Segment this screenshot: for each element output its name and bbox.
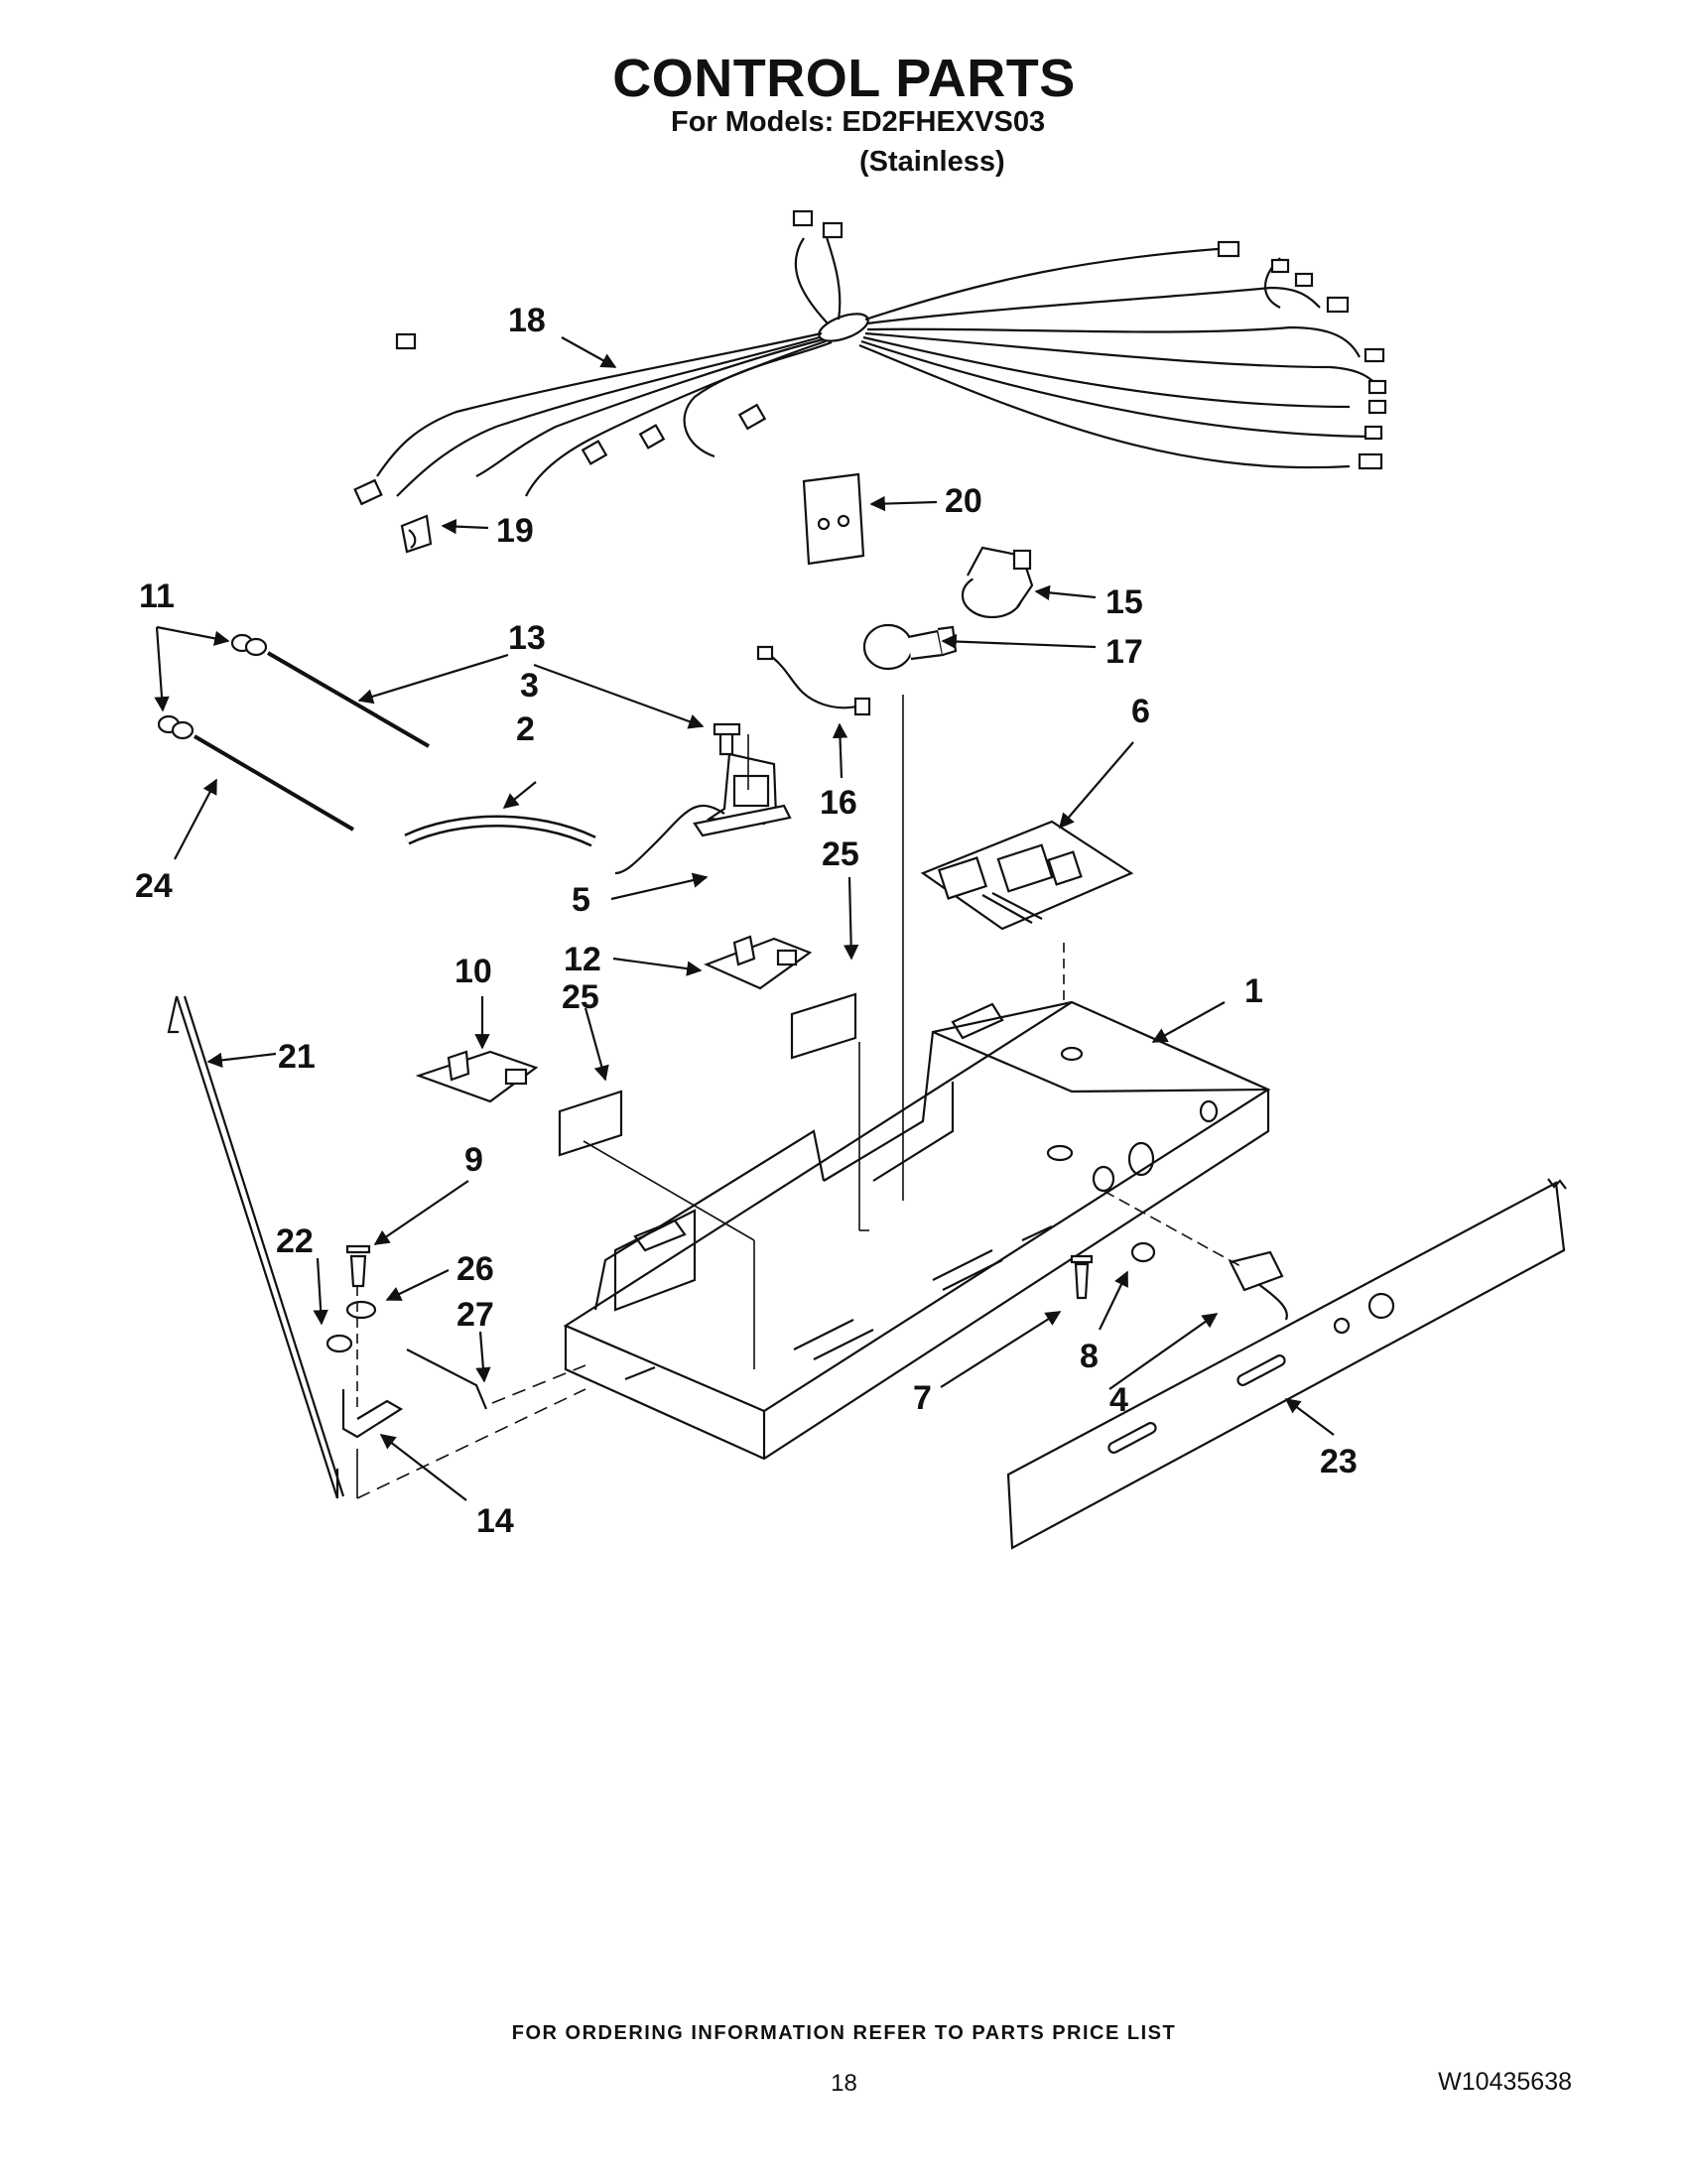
- models-line: For Models: ED2FHEXVS03: [671, 106, 1046, 138]
- document-number: W10435638: [1438, 2068, 1572, 2096]
- bracket-12-part: [704, 935, 813, 990]
- callout-18: 18: [508, 302, 546, 339]
- wire-harness-part: [353, 209, 1387, 506]
- control-board-part: [920, 820, 1134, 931]
- callout-27: 27: [456, 1296, 494, 1334]
- page-number: 18: [831, 2070, 857, 2097]
- tubing-parts: [157, 633, 596, 847]
- wire-clip-part: [400, 514, 433, 554]
- callout-22: 22: [276, 1222, 314, 1260]
- callout-labels: 1 2 3 4 5 6 7 8 9 10 11 12 13 14 15 16 1…: [135, 302, 1358, 1540]
- callout-23: 23: [1320, 1443, 1358, 1480]
- callout-15: 15: [1105, 583, 1143, 621]
- label-part: [558, 992, 857, 1157]
- callout-5: 5: [572, 881, 590, 919]
- light-bulb-part: [862, 623, 958, 671]
- trim-strip-part: [167, 995, 345, 1499]
- hardware-parts: [325, 1241, 1288, 1439]
- callout-10: 10: [454, 953, 492, 990]
- lamp-socket-part: [961, 546, 1034, 619]
- thermistor-lead-part: [756, 645, 871, 716]
- callout-25b: 25: [562, 978, 599, 1016]
- page-title: CONTROL PARTS: [612, 49, 1076, 108]
- callout-13: 13: [508, 619, 546, 657]
- callout-20: 20: [945, 482, 982, 520]
- variant-line: (Stainless): [859, 146, 1005, 178]
- callout-14: 14: [476, 1502, 514, 1540]
- ordering-note: FOR ORDERING INFORMATION REFER TO PARTS …: [511, 2022, 1177, 2044]
- switch-part: [614, 722, 792, 875]
- callout-7: 7: [913, 1379, 932, 1417]
- callout-1: 1: [1244, 972, 1263, 1010]
- callout-19: 19: [496, 512, 534, 550]
- bracket-10-part: [415, 1050, 539, 1103]
- callout-12: 12: [564, 941, 601, 978]
- callout-25a: 25: [822, 835, 859, 873]
- callout-8: 8: [1080, 1338, 1099, 1375]
- callout-4: 4: [1109, 1381, 1128, 1419]
- callout-24: 24: [135, 867, 173, 905]
- cover-plate-part: [802, 472, 865, 566]
- callout-2: 2: [516, 710, 535, 748]
- callout-21: 21: [278, 1038, 316, 1076]
- callout-3: 3: [520, 667, 539, 705]
- callout-16: 16: [820, 784, 857, 822]
- callout-26: 26: [456, 1250, 494, 1288]
- front-panel-part: [1006, 1178, 1567, 1550]
- callout-9: 9: [464, 1141, 483, 1179]
- leader-arrows: [154, 336, 1335, 1501]
- assembly-guide-lines: [356, 695, 1241, 1499]
- callout-6: 6: [1131, 693, 1150, 730]
- callout-17: 17: [1105, 633, 1143, 671]
- callout-11: 11: [139, 578, 175, 615]
